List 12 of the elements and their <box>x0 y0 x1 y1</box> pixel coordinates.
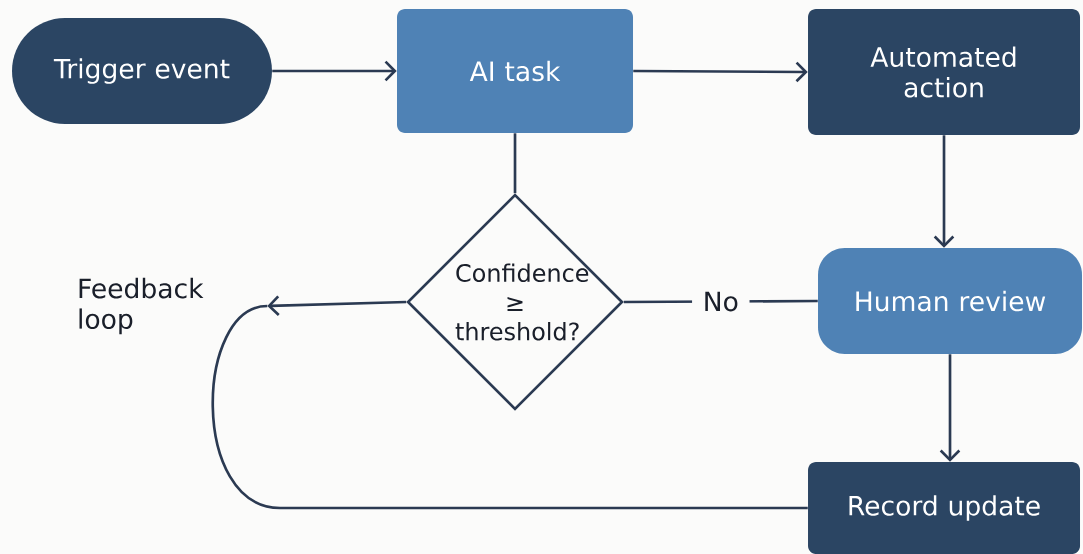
process-box: Automated action <box>808 9 1080 135</box>
arrow <box>272 60 397 82</box>
arrow <box>939 354 961 462</box>
arrow <box>633 61 808 83</box>
arrow <box>933 135 955 248</box>
process-box: Human review <box>818 248 1082 354</box>
edge-label: No <box>692 288 750 315</box>
arrow <box>267 295 407 316</box>
note-text: Feedback loop <box>79 277 204 335</box>
process-box: AI task <box>397 9 633 133</box>
start-terminal: Trigger event <box>12 18 272 124</box>
process-box: Record update <box>808 462 1080 554</box>
